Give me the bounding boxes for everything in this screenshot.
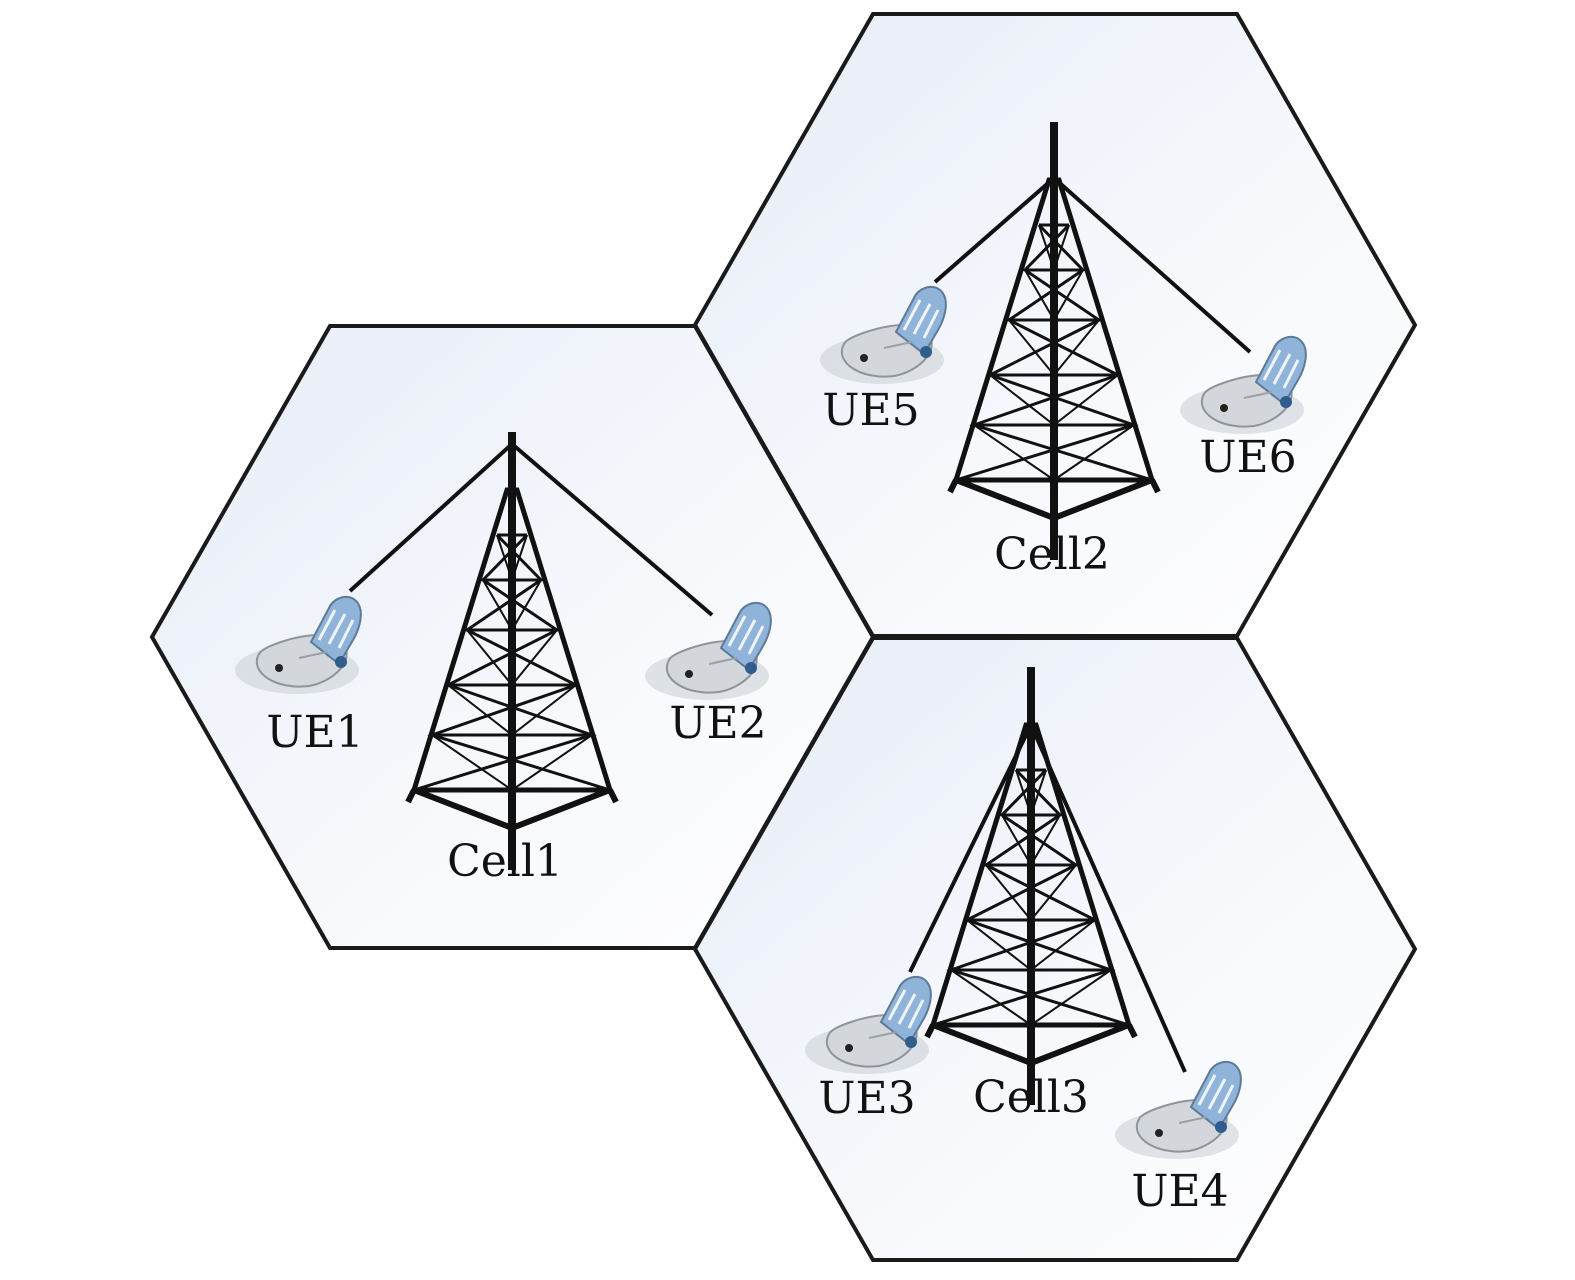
ue6-label: UE6 (1199, 432, 1296, 483)
link-cell2-ue5 (933, 176, 1056, 284)
ue5-label: UE5 (822, 385, 919, 436)
ue4-label: UE4 (1131, 1166, 1228, 1217)
cell3-label: Cell3 (973, 1072, 1089, 1123)
ue3-label: UE3 (818, 1073, 915, 1124)
cell2-label: Cell2 (994, 529, 1110, 580)
link-cell2-ue6 (1052, 176, 1252, 354)
link-cell1-ue1 (348, 442, 514, 593)
ue1-label: UE1 (266, 707, 363, 758)
link-cell3-ue4 (1029, 724, 1187, 1073)
link-cell1-ue2 (510, 442, 714, 617)
ue2-label: UE2 (669, 698, 766, 749)
cell1-label: Cell1 (447, 836, 563, 887)
